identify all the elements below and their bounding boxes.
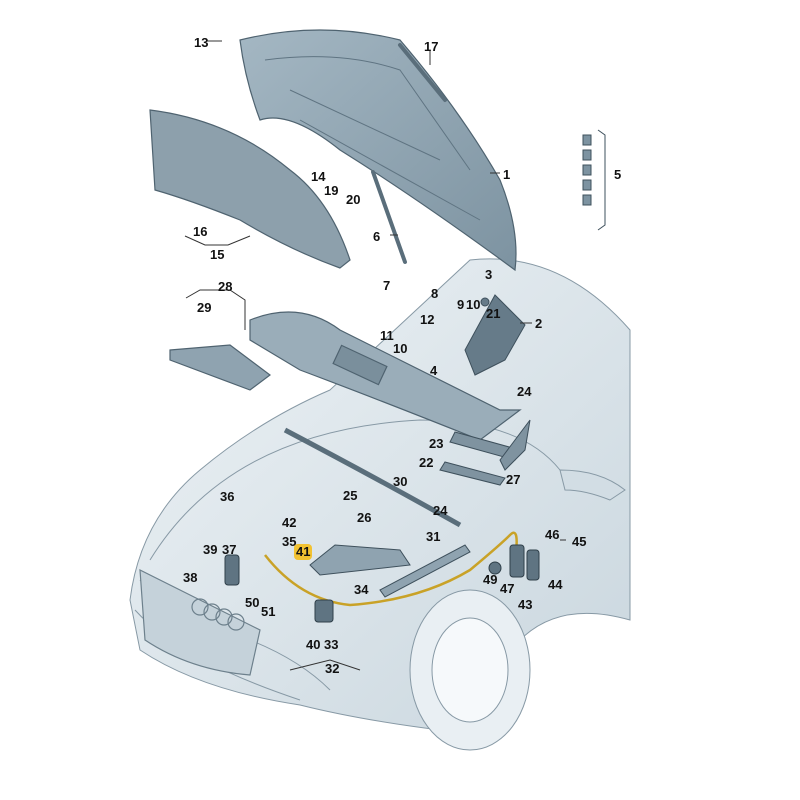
lock-mechanisms <box>224 544 540 623</box>
callout-24a: 24 <box>517 384 532 399</box>
callout-42: 42 <box>282 515 297 530</box>
callout-4: 4 <box>430 363 438 378</box>
callout-30: 30 <box>393 474 408 489</box>
hood-panel <box>239 29 517 272</box>
hood-seal <box>398 43 447 102</box>
callout-49: 49 <box>483 572 498 587</box>
callout-27: 27 <box>506 472 521 487</box>
fastener-set <box>582 129 606 231</box>
seal-strip <box>283 427 462 528</box>
callout-20: 20 <box>346 192 361 207</box>
callout-28: 28 <box>218 279 233 294</box>
callout-7: 7 <box>383 278 391 293</box>
callout-25: 25 <box>343 488 358 503</box>
front-grille <box>139 568 261 676</box>
callout-39: 39 <box>203 542 218 557</box>
callout-44: 44 <box>548 577 563 592</box>
callout-50: 50 <box>245 595 260 610</box>
car-body <box>129 258 631 751</box>
callout-38: 38 <box>183 570 198 585</box>
callout-17: 17 <box>424 39 439 54</box>
side-trims <box>439 419 531 486</box>
callout-31: 31 <box>426 529 441 544</box>
callout-40: 40 <box>306 637 321 652</box>
callout-11: 11 <box>380 328 394 343</box>
callout-1: 1 <box>503 167 511 182</box>
callout-8: 8 <box>431 286 439 301</box>
callout-45: 45 <box>572 534 587 549</box>
callout-35: 35 <box>282 534 297 549</box>
hood-insulation <box>149 109 351 269</box>
callout-36: 36 <box>220 489 235 504</box>
callout-51: 51 <box>261 604 276 619</box>
callout-13: 13 <box>194 35 209 50</box>
callout-43: 43 <box>518 597 533 612</box>
callout-33: 33 <box>324 637 339 652</box>
plenum-panel <box>169 311 522 441</box>
lock-carrier-cover <box>309 544 411 576</box>
callout-5: 5 <box>614 167 622 182</box>
callout-14: 14 <box>311 169 326 184</box>
callout-2: 2 <box>535 316 543 331</box>
callout-12: 12 <box>420 312 435 327</box>
front-rail <box>379 544 471 598</box>
callout-23: 23 <box>429 436 444 451</box>
callout-46: 46 <box>545 527 560 542</box>
callout-29: 29 <box>197 300 212 315</box>
callout-26: 26 <box>357 510 372 525</box>
callout-37: 37 <box>222 542 237 557</box>
callout-19: 19 <box>324 183 339 198</box>
callout-34: 34 <box>354 582 369 597</box>
leader-lines <box>184 40 566 671</box>
callout-32: 32 <box>325 661 340 676</box>
callout-24b: 24 <box>433 503 448 518</box>
callout-9: 9 <box>457 297 465 312</box>
callout-3: 3 <box>485 267 493 282</box>
callout-22: 22 <box>419 455 434 470</box>
callout-21: 21 <box>486 306 501 321</box>
callout-10b: 10 <box>393 341 408 356</box>
callout-6: 6 <box>373 229 381 244</box>
callout-16: 16 <box>193 224 208 239</box>
wiper-bracket <box>464 294 526 376</box>
release-cable-highlighted <box>264 531 518 607</box>
gas-strut <box>371 170 407 264</box>
callout-41-highlighted[interactable]: 41 <box>294 544 313 560</box>
callout-47: 47 <box>500 581 515 596</box>
callout-10a: 10 <box>466 297 481 312</box>
callout-15: 15 <box>210 247 225 262</box>
